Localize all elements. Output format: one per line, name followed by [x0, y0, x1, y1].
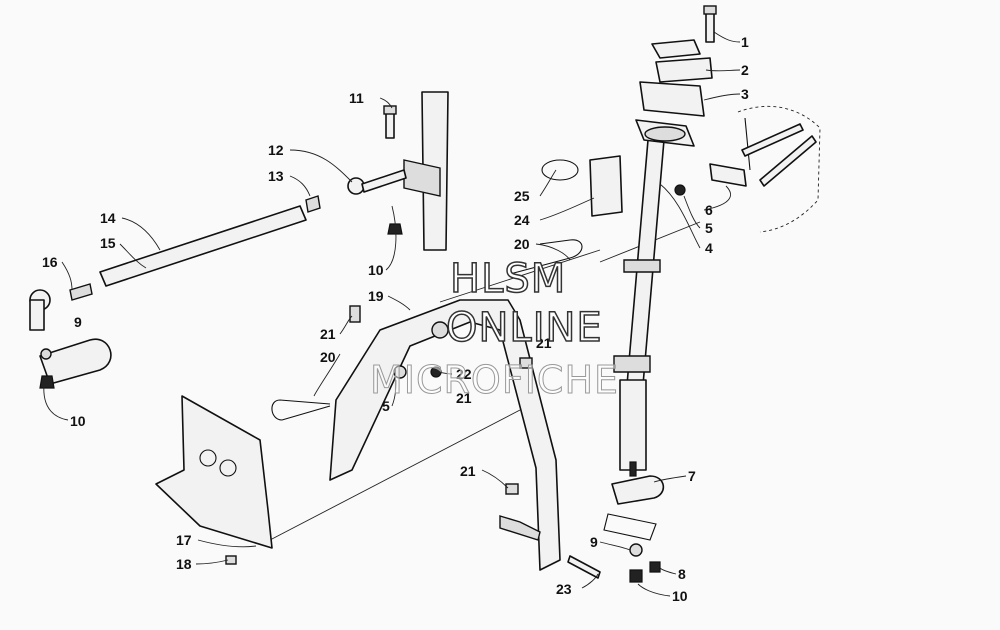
leader-lines: [43, 31, 741, 597]
callout-12: 12: [268, 142, 284, 158]
callout-23: 23: [556, 581, 572, 597]
callout-8: 8: [678, 566, 686, 582]
callout-10b: 10: [368, 262, 384, 278]
callout-21c: 21: [456, 390, 472, 406]
callout-22: 22: [456, 366, 472, 382]
panel-17: [155, 395, 273, 549]
callout-6: 6: [705, 202, 713, 218]
callout-13: 13: [268, 168, 284, 184]
callout-21a: 21: [320, 326, 336, 342]
callout-9b: 9: [590, 534, 598, 550]
retaining-ring: [541, 159, 579, 181]
callout-24: 24: [514, 212, 530, 228]
nut-8: [649, 561, 661, 573]
nut-10b: [387, 223, 403, 235]
callout-3: 3: [741, 86, 749, 102]
pitman-arm: [39, 338, 112, 385]
steering-post: [613, 119, 695, 477]
bolt-23-b: [499, 515, 541, 541]
bolt-11: [383, 105, 397, 139]
fairing-outline: [737, 105, 821, 233]
support-bracket: [329, 299, 561, 571]
cable-20-lower: [271, 399, 331, 421]
callout-17: 17: [176, 532, 192, 548]
callout-14: 14: [100, 210, 116, 226]
callout-18: 18: [176, 556, 192, 572]
callout-20b: 20: [320, 349, 336, 365]
steering-arm-7: [611, 475, 665, 505]
callout-20a: 20: [514, 236, 530, 252]
callout-7: 7: [688, 468, 696, 484]
cable-20-upper: [509, 239, 583, 275]
tie-rod: [29, 169, 407, 331]
callout-10a: 10: [70, 413, 86, 429]
bolt-18: [225, 555, 237, 565]
plate-7: [603, 513, 657, 541]
bolt-21b: [519, 357, 533, 369]
bolt-21c: [505, 483, 519, 495]
callout-labels: 1 2 3 6 5 4 11 12 13 14 15 16 9 10 10 19…: [42, 34, 749, 604]
nut-10a: [39, 375, 55, 389]
nut-10c: [629, 569, 643, 583]
plate-24: [589, 155, 623, 217]
callout-15: 15: [100, 235, 116, 251]
callout-5b: 5: [382, 398, 390, 414]
callout-21b: 21: [536, 335, 552, 351]
callout-19: 19: [368, 288, 384, 304]
frame-tube: [403, 91, 449, 251]
bolt-21a: [349, 305, 361, 323]
callout-25: 25: [514, 188, 530, 204]
callout-1: 1: [741, 34, 749, 50]
callout-9a: 9: [74, 314, 82, 330]
callout-10c: 10: [672, 588, 688, 604]
callout-2: 2: [741, 62, 749, 78]
bolt-23: [567, 555, 601, 579]
callout-5: 5: [705, 220, 713, 236]
fairing-bolts: [741, 123, 817, 187]
washer-9a: [40, 348, 52, 360]
washer-9b: [629, 543, 643, 557]
nut-5: [674, 184, 686, 196]
callout-4: 4: [705, 240, 713, 256]
handlebar-clamps: [639, 5, 717, 117]
callout-21d: 21: [460, 463, 476, 479]
callout-16: 16: [42, 254, 58, 270]
callout-11: 11: [349, 90, 364, 106]
bracket-6: [709, 163, 747, 187]
